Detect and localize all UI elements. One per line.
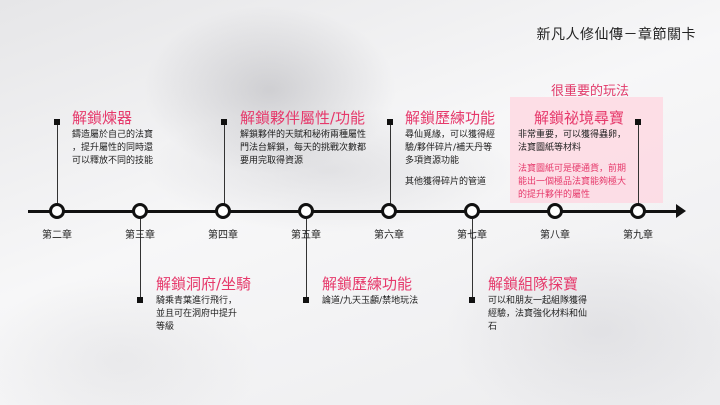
unlock-cave-mount-desc: 騎乘青葉進行飛行， 並且可在洞府中提升 等級 xyxy=(156,295,276,334)
desc-line: 其他獲得碎片的管道 xyxy=(405,177,487,187)
chapter-node[interactable] xyxy=(381,203,397,219)
connector-marker xyxy=(221,119,227,125)
desc-line: 要用完取得資源 xyxy=(240,156,304,166)
desc-line: ，提升屬性的同時還 xyxy=(72,143,154,153)
chapter-label: 第九章 xyxy=(623,230,653,241)
desc-line: 騎乘青葉進行飛行， xyxy=(156,296,238,306)
connector-line xyxy=(638,122,639,204)
unlock-training-heading-2: 解鎖歷練功能 xyxy=(322,275,413,293)
desc-line: 解鎖夥伴的天賦和秘術兩種屬性 xyxy=(240,130,367,140)
connector-line xyxy=(57,122,58,204)
highlight-box xyxy=(510,97,663,203)
connector-marker xyxy=(387,119,393,125)
unlock-team-explore-heading: 解鎖組隊探寶 xyxy=(488,275,579,293)
page-title: 新凡人修仙傳－章節關卡 xyxy=(536,27,696,43)
unlock-cave-mount-heading: 解鎖洞府/坐騎 xyxy=(156,275,252,293)
desc-spacer xyxy=(405,168,510,176)
important-hint: 很重要的玩法 xyxy=(550,84,629,99)
unlock-training-desc: 尋仙覓緣，可以獲得經 驗/夥伴碎片/補天丹等 多項資源功能 其他獲得碎片的管道 xyxy=(405,129,510,189)
chapter-node[interactable] xyxy=(547,203,563,219)
chapter-node[interactable] xyxy=(630,203,646,219)
desc-line: 尋仙覓緣，可以獲得經 xyxy=(405,130,496,140)
connector-line xyxy=(224,122,225,204)
unlock-forging-desc: 鑄造屬於自己的法寶 ，提升屬性的同時還 可以釋放不同的技能 xyxy=(72,129,192,168)
desc-line: 可以和朋友一起組隊獲得 xyxy=(488,296,588,306)
desc-line: 能出一個極品法寶能夠極大 xyxy=(518,177,627,187)
chapter-label: 第二章 xyxy=(42,230,72,241)
chapter-node[interactable] xyxy=(464,203,480,219)
desc-line: 可以釋放不同的技能 xyxy=(72,156,154,166)
connector-line xyxy=(140,219,141,301)
unlock-secret-realm-heading: 解鎖祕境尋寶 xyxy=(534,109,625,127)
unlock-training-heading: 解鎖歷練功能 xyxy=(405,109,496,127)
connector-marker xyxy=(303,297,309,303)
connector-line xyxy=(472,219,473,301)
desc-line: 門法台解鎖，每天的挑戰次數都 xyxy=(240,143,367,153)
chapter-label: 第八章 xyxy=(540,230,570,241)
unlock-forging-heading: 解鎖煉器 xyxy=(72,109,133,127)
desc-line: 經驗，法寶強化材料和仙 xyxy=(488,309,588,319)
connector-marker xyxy=(469,297,475,303)
chapter-node[interactable] xyxy=(132,203,148,219)
connector-marker xyxy=(54,119,60,125)
desc-line: 鑄造屬於自己的法寶 xyxy=(72,130,154,140)
desc-line: 法寶圖紙等材料 xyxy=(518,143,582,153)
chapter-label: 第七章 xyxy=(457,230,487,241)
desc-line: 的提升夥伴的屬性 xyxy=(518,190,591,200)
timeline-line xyxy=(28,210,680,213)
chapter-label: 第四章 xyxy=(208,230,238,241)
chapter-node[interactable] xyxy=(215,203,231,219)
connector-marker xyxy=(137,297,143,303)
desc-line: 驗/夥伴碎片/補天丹等 xyxy=(405,143,493,153)
unlock-partner-desc: 解鎖夥伴的天賦和秘術兩種屬性 門法台解鎖，每天的挑戰次數都 要用完取得資源 xyxy=(240,129,390,168)
chapter-node[interactable] xyxy=(49,203,65,219)
desc-line: 等級 xyxy=(156,322,175,332)
chapter-label: 第三章 xyxy=(125,230,155,241)
unlock-training-desc-2: 論道/九天玉顱/禁地玩法 xyxy=(322,295,462,308)
unlock-partner-heading: 解鎖夥伴屬性/功能 xyxy=(240,109,366,127)
chapter-label: 第六章 xyxy=(374,230,404,241)
desc-line: 論道/九天玉顱/禁地玩法 xyxy=(322,296,419,306)
timeline-arrow-icon xyxy=(676,204,686,218)
connector-line xyxy=(306,219,307,301)
unlock-secret-realm-desc: 非常重要，可以獲得蟲卵， 法寶圖紙等材料 法寶圖紙可是硬通貨，前期 能出一個極品… xyxy=(518,129,660,202)
chapter-node[interactable] xyxy=(298,203,314,219)
connector-line xyxy=(390,122,391,204)
desc-line: 多項資源功能 xyxy=(405,156,460,166)
desc-spacer xyxy=(518,155,660,163)
unlock-team-explore-desc: 可以和朋友一起組隊獲得 經驗，法寶強化材料和仙 石 xyxy=(488,295,606,334)
connector-marker xyxy=(635,119,641,125)
desc-line: 石 xyxy=(488,322,498,332)
chapter-label: 第五章 xyxy=(291,230,321,241)
desc-line: 並且可在洞府中提升 xyxy=(156,309,238,319)
desc-line: 非常重要，可以獲得蟲卵， xyxy=(518,130,627,140)
desc-line: 法寶圖紙可是硬通貨，前期 xyxy=(518,164,627,174)
